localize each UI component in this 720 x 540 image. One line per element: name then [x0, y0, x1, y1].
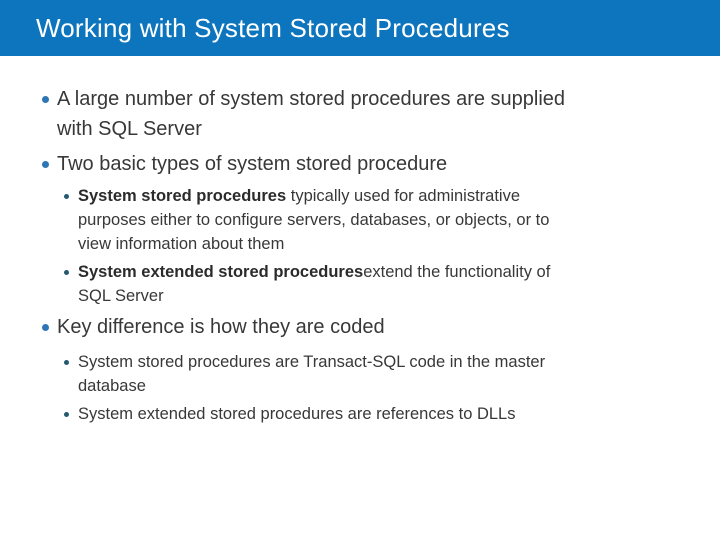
sub-bullet-item: System extended stored proceduresextend … [64, 260, 710, 308]
bullet-icon [42, 96, 49, 103]
bullet-line: Key difference is how they are coded [57, 316, 385, 338]
bullet-line: view information about them [78, 235, 285, 253]
bullet-line: database [78, 377, 146, 395]
bullet-item: Key difference is how they are coded [42, 312, 710, 342]
bullet-icon [42, 324, 49, 331]
bullet-icon [64, 360, 69, 365]
bullet-text: System stored procedures typically used … [78, 184, 549, 256]
bullet-icon [42, 161, 49, 168]
bullet-line: purposes either to configure servers, da… [78, 211, 550, 229]
sub-bullet-item: System extended stored procedures are re… [64, 402, 710, 426]
bullet-line: System stored procedures are Transact-SQ… [78, 353, 546, 371]
bullet-text: System extended stored procedures are re… [78, 402, 515, 426]
bullet-icon [64, 194, 69, 199]
slide-title: Working with System Stored Procedures [36, 12, 510, 43]
bullet-line: A large number of system stored procedur… [57, 88, 566, 110]
bullet-line-rest: typically used for administrative [286, 187, 521, 205]
bullet-line: System extended stored procedures are re… [78, 405, 516, 423]
bullet-text: A large number of system stored procedur… [57, 84, 565, 144]
bullet-text: System extended stored proceduresextend … [78, 260, 550, 308]
bullet-item: A large number of system stored procedur… [42, 84, 710, 144]
sub-bullet-item: System stored procedures typically used … [64, 184, 710, 256]
slide-title-bar: Working with System Stored Procedures [0, 0, 720, 56]
bullet-bold-lead: System stored procedures [78, 187, 287, 205]
bullet-line: System extended stored proceduresextend … [78, 260, 550, 284]
bullet-line: Two basic types of system stored procedu… [57, 153, 448, 175]
bullet-line-rest: extend the functionality of [363, 263, 551, 281]
bullet-text: Two basic types of system stored procedu… [57, 149, 447, 179]
bullet-text: Key difference is how they are coded [57, 312, 385, 342]
sub-bullet-item: System stored procedures are Transact-SQ… [64, 350, 710, 398]
bullet-line: with SQL Server [57, 118, 202, 140]
bullet-line: System stored procedures typically used … [78, 184, 549, 208]
bullet-item: Two basic types of system stored procedu… [42, 149, 710, 179]
bullet-icon [64, 412, 69, 417]
bullet-text: System stored procedures are Transact-SQ… [78, 350, 545, 398]
bullet-line: SQL Server [78, 287, 164, 305]
bullet-icon [64, 270, 69, 275]
bullet-bold-lead: System extended stored procedures [78, 263, 364, 281]
slide-body: A large number of system stored procedur… [0, 56, 720, 426]
